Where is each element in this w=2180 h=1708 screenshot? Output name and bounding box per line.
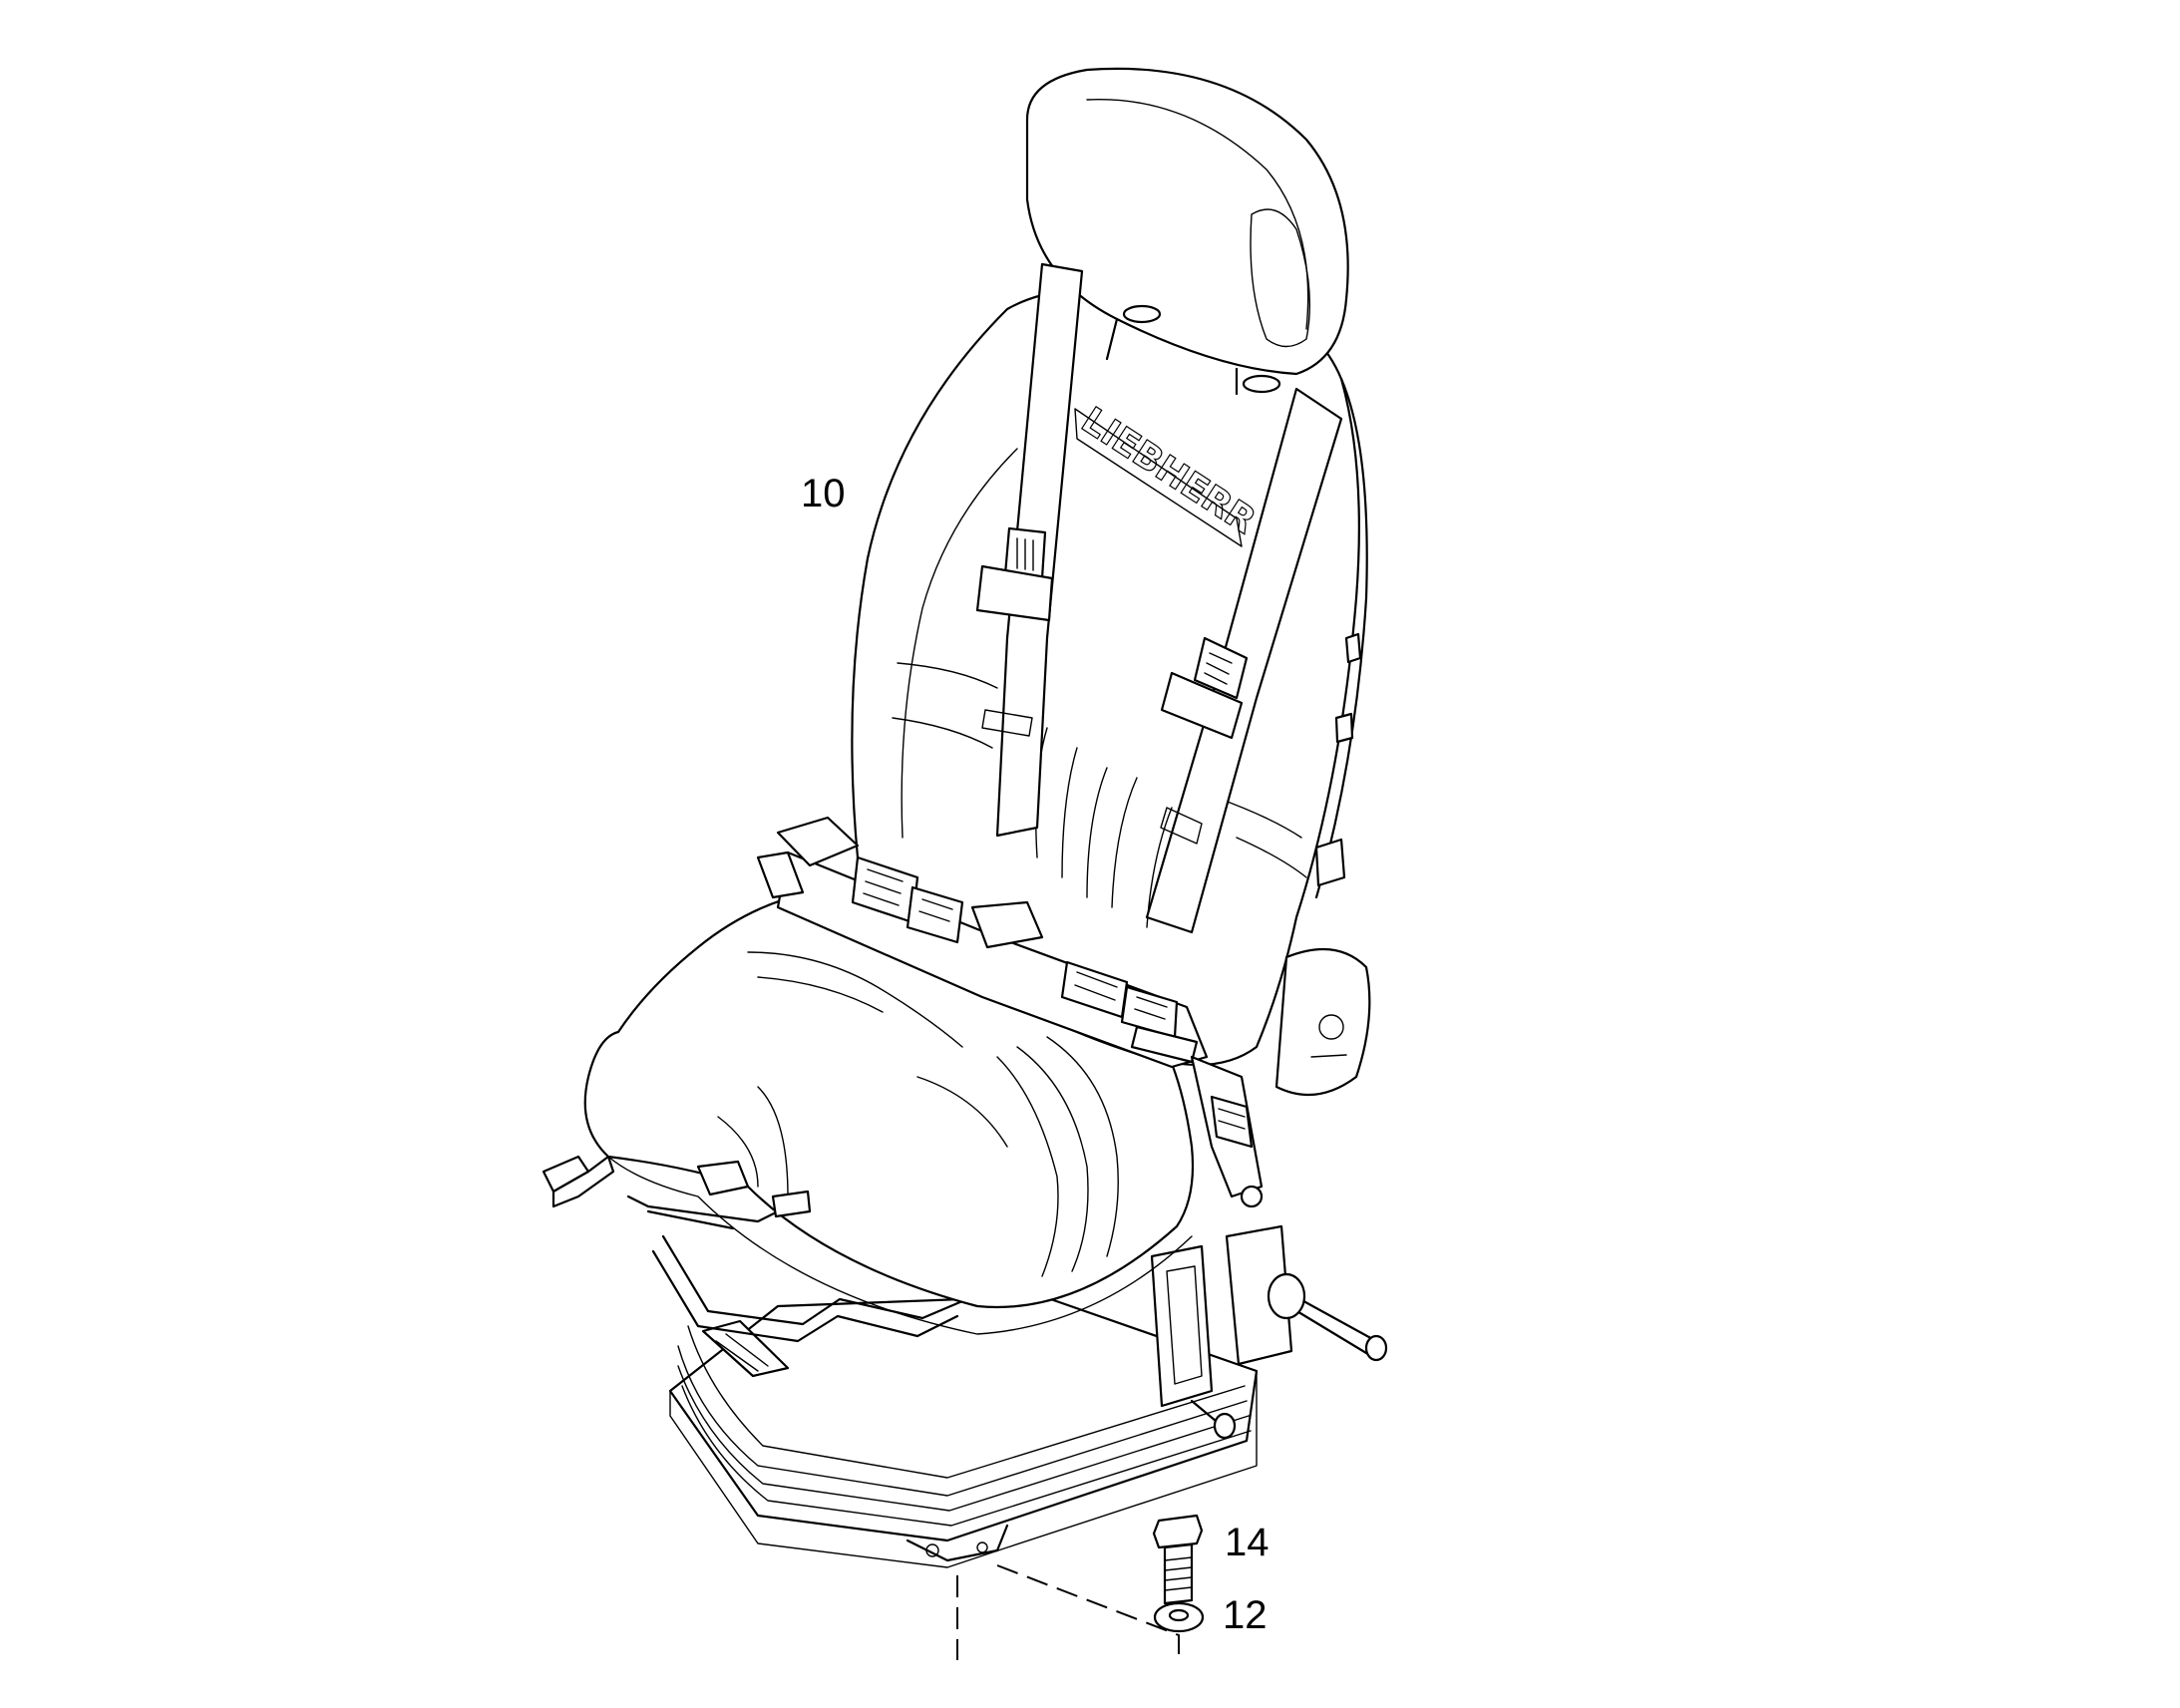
seat-belt-harness [756,262,1343,1208]
callout-bolt: 14 [1225,1521,1270,1564]
seat-headrest [1025,67,1349,396]
seat-suspension-base [651,1224,1388,1568]
callout-seat: 10 [801,472,846,515]
mounting-lines [956,1564,1180,1660]
callout-washer: 12 [1223,1593,1268,1637]
seat-backrest: LIEBHERR [851,285,1371,1097]
washer-part [1153,1601,1205,1633]
bolt-part [1152,1514,1204,1605]
